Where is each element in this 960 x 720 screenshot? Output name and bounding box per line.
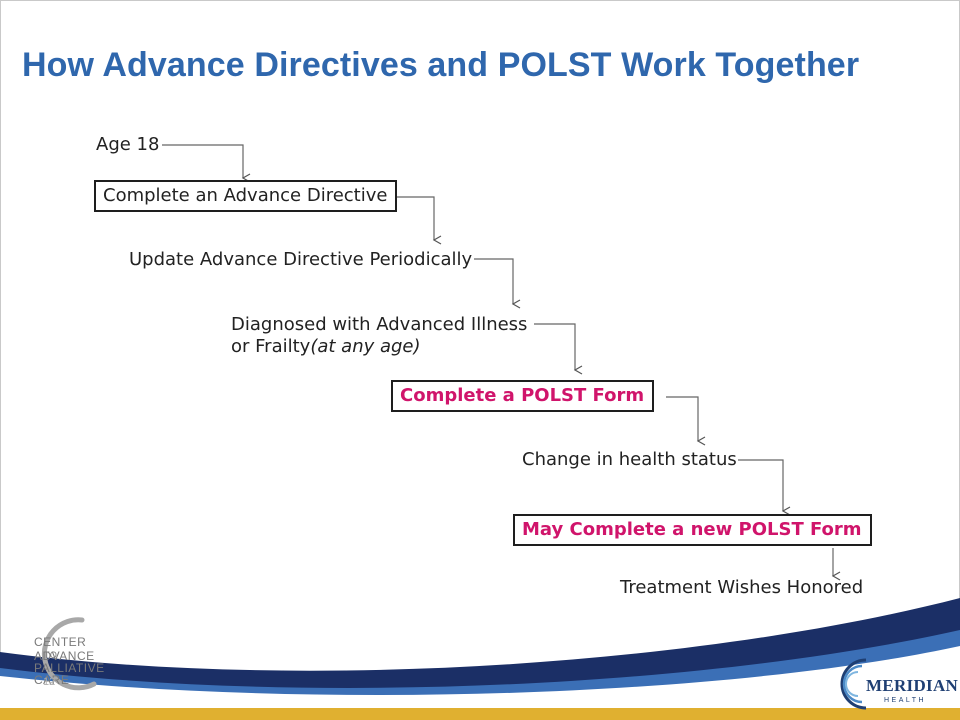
step-complete-advance-directive-label: Complete an Advance Directive [103, 185, 388, 206]
footer-white-area [0, 646, 960, 720]
connector-6 [738, 459, 791, 516]
meridian-logo-sub: HEALTH [884, 697, 927, 704]
connector-1 [162, 144, 251, 183]
step-update-advance-directive: Update Advance Directive Periodically [129, 249, 473, 270]
step-complete-advance-directive: Complete an Advance Directive [94, 180, 398, 212]
cap-logo-line-1: CENTER [34, 635, 87, 649]
step-treatment-wishes-honored: Treatment Wishes Honored [620, 577, 864, 598]
cap-logo-line-3: ADVANCE [34, 649, 95, 663]
step-diagnosed-advanced-illness: Diagnosed with Advanced Illness or Frail… [231, 314, 527, 358]
step-may-complete-new-polst-label: May Complete a new POLST Form [522, 519, 862, 540]
step-change-in-health-status: Change in health status [522, 449, 737, 470]
step-diagnosed-any-age: (at any age) [310, 336, 421, 357]
step-diagnosed-line-2: or Frailty(at any age) [231, 336, 527, 358]
slide-number: 12 [43, 676, 56, 688]
cap-logo-line-4: PALLIATIVE [34, 661, 105, 675]
footer-gold-strip [0, 708, 960, 720]
step-diagnosed-line-1: Diagnosed with Advanced Illness [231, 314, 528, 335]
connector-4 [534, 323, 583, 375]
connector-5 [666, 396, 706, 446]
cap-logo-line-2: TO [44, 650, 58, 660]
step-complete-polst-form: Complete a POLST Form [391, 380, 655, 412]
step-complete-polst-form-label: Complete a POLST Form [400, 385, 645, 406]
slide-title: How Advance Directives and POLST Work To… [22, 46, 860, 84]
meridian-logo-name: MERIDIAN [866, 676, 959, 695]
meridian-logo-mark [840, 658, 867, 710]
connector-2 [392, 196, 442, 245]
cap-logo-ring [41, 617, 97, 691]
cap-logo-line-5: CARE [34, 673, 70, 687]
step-age-18: Age 18 [96, 134, 160, 155]
footer-swoosh [0, 598, 960, 720]
step-diagnosed-frailty: or Frailty [231, 336, 311, 357]
connector-3 [474, 258, 521, 309]
step-may-complete-new-polst: May Complete a new POLST Form [513, 514, 872, 546]
